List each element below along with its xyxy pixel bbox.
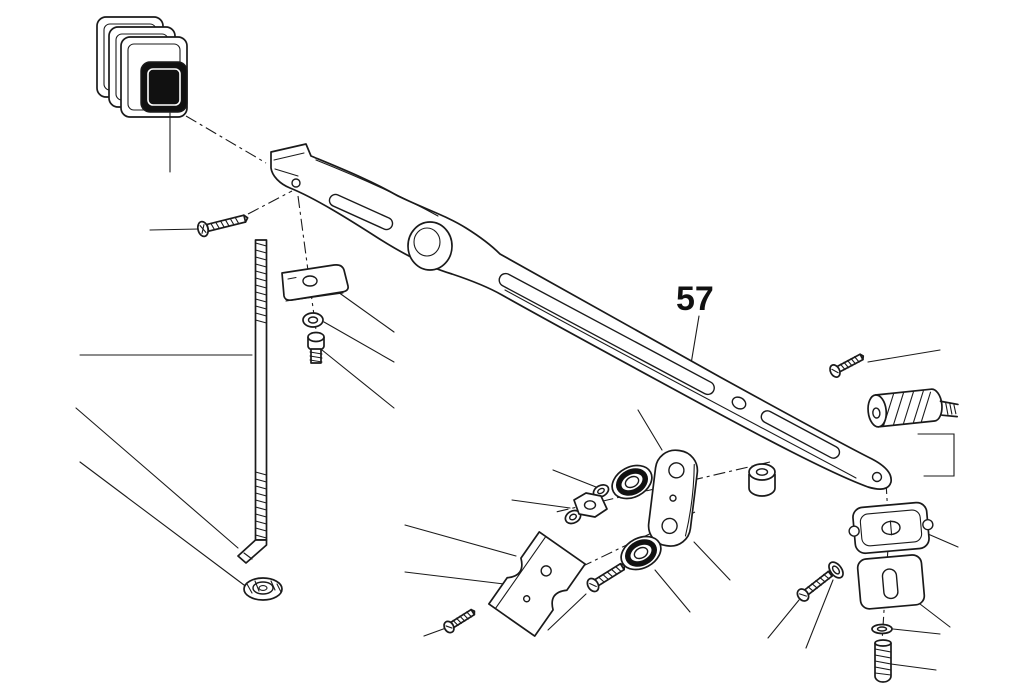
arm-slot-end (760, 410, 841, 459)
arm-hole (731, 396, 747, 410)
threaded-stud (874, 639, 892, 683)
keyhole-bracket (856, 554, 926, 610)
bushing-ring-lower (620, 535, 662, 571)
grouping-bracket (917, 433, 955, 477)
gasket-pad-stack (96, 16, 188, 173)
link-plate (647, 449, 699, 547)
arm-slot-main (498, 272, 715, 396)
pan-head-screw-bottom (443, 608, 476, 634)
arm-pivot-boss (407, 221, 453, 271)
cylinder-pin (867, 388, 959, 428)
flat-washer-small (302, 312, 324, 328)
pan-head-screw-middle (586, 562, 626, 593)
rod-foot-grommet (243, 577, 283, 601)
leader-lines (75, 228, 959, 671)
threaded-tie-rod (237, 239, 268, 564)
cap-bolt (307, 331, 325, 364)
hex-nut (564, 492, 608, 525)
arm-tip-hole (871, 471, 883, 483)
mounting-screw (196, 214, 249, 238)
bushing-ring-upper (611, 464, 653, 500)
main-arm (270, 143, 892, 490)
arm-slot-upper (328, 193, 394, 231)
spring-clip-plate (487, 531, 587, 637)
flat-washer-lower-right (871, 623, 893, 635)
rod-hook-end (237, 539, 268, 564)
rubber-pad (140, 61, 188, 113)
pan-head-screw-right (829, 353, 865, 378)
clamp-plate (281, 264, 349, 302)
pan-head-screw-lower-right (796, 570, 834, 602)
arm-clevis-hole (291, 178, 301, 188)
clamp-block (848, 501, 934, 555)
screw-washer (828, 561, 844, 579)
keyhole-slot (881, 568, 899, 600)
spacer-bushing (748, 463, 776, 497)
part-number-label: 57 (676, 280, 714, 318)
